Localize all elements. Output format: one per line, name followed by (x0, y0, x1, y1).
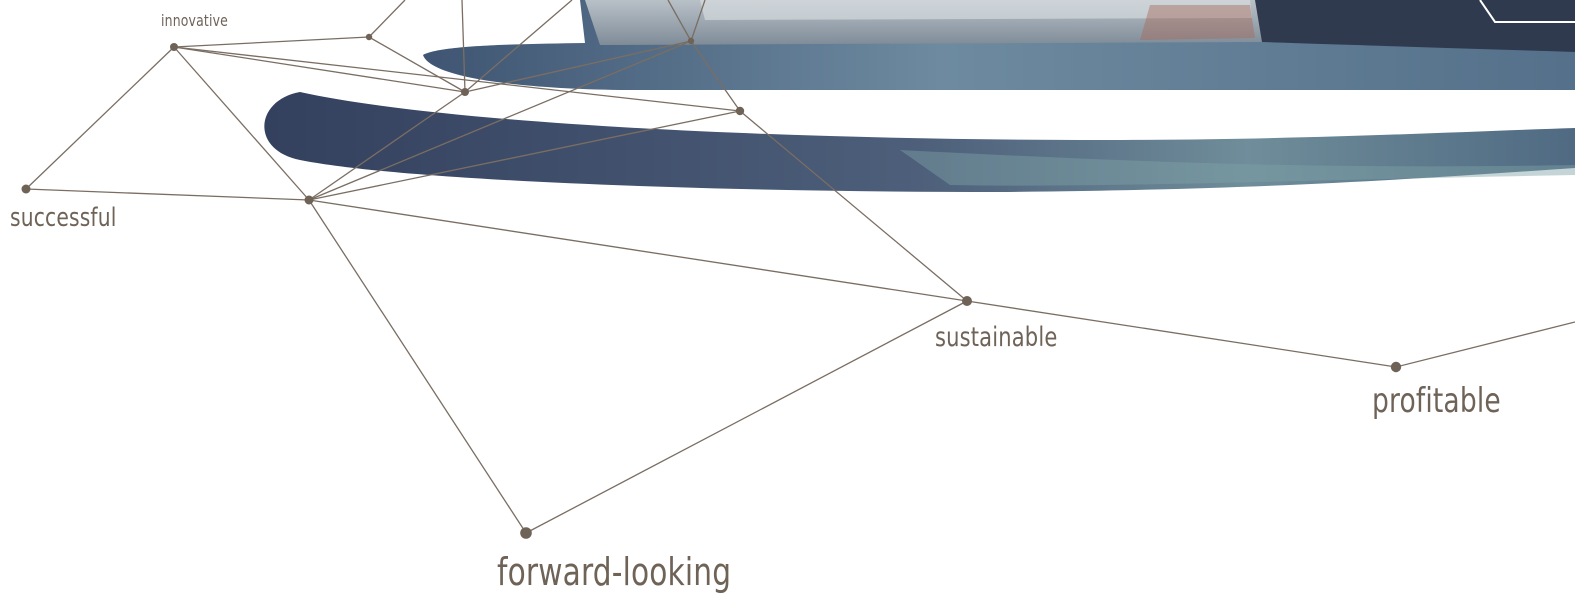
node (304, 195, 314, 205)
keyword-forward-looking: forward-looking (497, 550, 732, 594)
node (520, 527, 532, 539)
keyword-successful: successful (10, 203, 117, 233)
node (170, 43, 178, 51)
ship-photo-band-upper (423, 0, 1575, 90)
network-lines (25, 0, 1575, 534)
ship-photo-band-lower (264, 92, 1575, 192)
keyword-profitable: profitable (1372, 381, 1501, 421)
node (962, 296, 972, 306)
node (365, 33, 373, 41)
node (687, 37, 695, 45)
node (1390, 361, 1402, 373)
keyword-sustainable: sustainable (935, 322, 1058, 353)
network-nodes (21, 33, 1402, 539)
node (461, 88, 469, 96)
node (21, 184, 31, 194)
node (735, 106, 745, 116)
keyword-innovative: innovative (161, 11, 228, 30)
